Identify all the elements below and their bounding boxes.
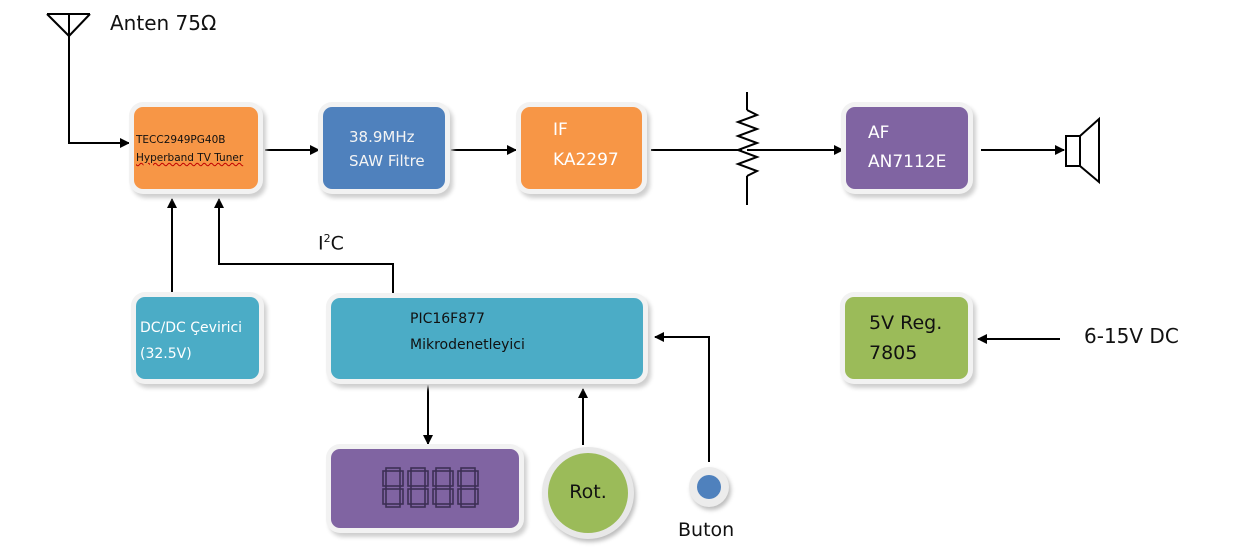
display-block (331, 449, 519, 528)
button-to-mcu-wire (654, 332, 710, 462)
reg-chip-label: 7805 (869, 342, 918, 364)
if-chip-label: KA2297 (553, 150, 619, 170)
push-button[interactable] (689, 467, 729, 507)
rotary-label: Rot. (569, 481, 607, 503)
regulator-block: 5V Reg. 7805 (845, 297, 968, 379)
microcontroller-block: PIC16F877 Mikrodenetleyici (331, 298, 643, 379)
seven-segment-display-icon (382, 467, 479, 508)
rotary-encoder[interactable]: Rot. (542, 447, 634, 539)
af-chip-label: AN7112E (868, 152, 947, 172)
speaker-icon (1065, 116, 1100, 185)
dcdc-block: DC/DC Çevirici (32.5V) (136, 297, 259, 379)
tuner-model-label: TECC2949PG40B (136, 134, 226, 146)
af-block: AF AN7112E (846, 107, 968, 189)
dcdc-voltage-label: (32.5V) (140, 346, 192, 362)
dcdc-title-label: DC/DC Çevirici (140, 320, 243, 336)
if-title-label: IF (553, 120, 568, 140)
button-cap (697, 475, 721, 499)
i2c-wire (214, 198, 394, 297)
saw-filter-block: 38.9MHz SAW Filtre (323, 107, 445, 189)
af-title-label: AF (868, 123, 890, 143)
mcu-desc-label: Mikrodenetleyici (410, 337, 525, 353)
reg-title-label: 5V Reg. (869, 312, 943, 334)
mcu-model-label: PIC16F877 (410, 311, 485, 327)
tuner-desc-label: Hyperband TV Tuner (136, 152, 244, 164)
button-label: Buton (678, 519, 735, 541)
antenna-label: Anten 75Ω (110, 11, 217, 35)
saw-name-label: SAW Filtre (349, 152, 425, 170)
antenna-wire (68, 36, 130, 148)
i2c-label: I2C (318, 232, 344, 255)
supply-label: 6-15V DC (1084, 324, 1179, 348)
tuner-block: TECC2949PG40B Hyperband TV Tuner (134, 107, 258, 189)
if-block: IF KA2297 (521, 107, 642, 189)
saw-freq-label: 38.9MHz (349, 128, 415, 146)
antenna-icon (46, 13, 91, 37)
potentiometer-icon (735, 92, 760, 205)
